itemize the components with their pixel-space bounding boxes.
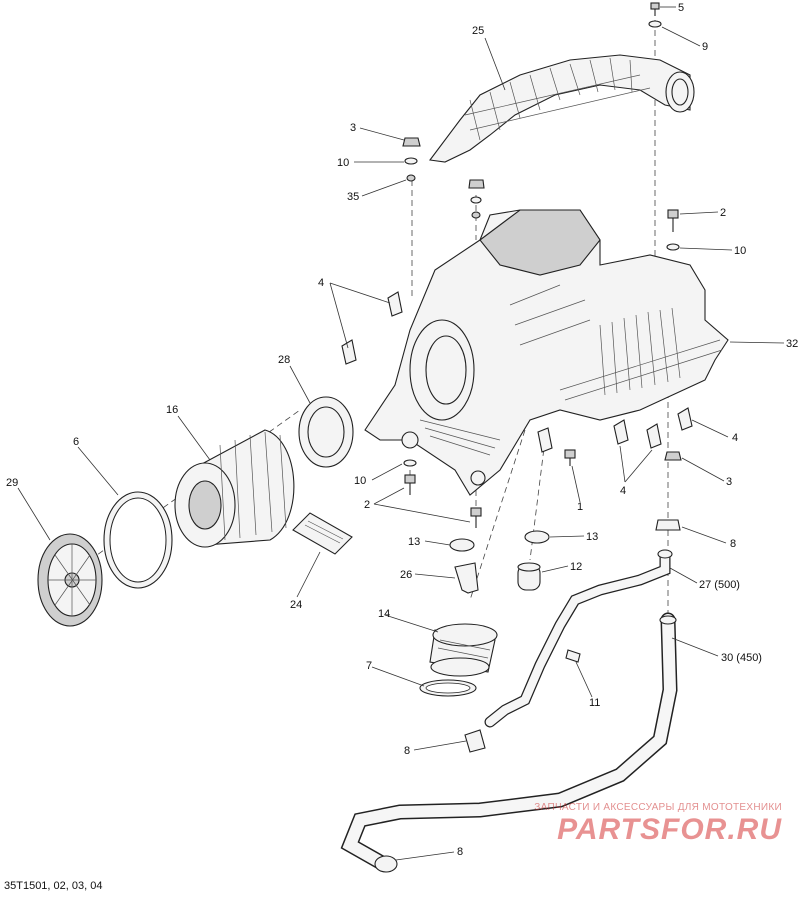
carburetor-adapter	[419, 623, 498, 697]
callout-7: 7	[366, 660, 372, 672]
callout-3-right: 3	[726, 476, 732, 488]
callout-8-bottom-mid: 8	[404, 745, 410, 757]
seal-ring	[298, 396, 354, 468]
callout-32: 32	[786, 338, 798, 350]
callout-1: 1	[577, 501, 583, 513]
callout-16: 16	[166, 404, 178, 416]
info-label	[292, 512, 353, 555]
leader-lines	[17, 6, 785, 861]
callout-25: 25	[472, 25, 484, 37]
vent-hose-27	[464, 549, 673, 753]
callout-27: 27 (500)	[699, 579, 740, 591]
callout-8-bottom: 8	[457, 846, 463, 858]
callout-2-top: 2	[720, 207, 726, 219]
callout-29: 29	[6, 477, 18, 489]
callout-14: 14	[378, 608, 390, 620]
callout-10-top: 10	[337, 157, 349, 169]
air-filter	[174, 429, 295, 548]
callout-35: 35	[347, 191, 359, 203]
watermark-caption: ЗАПЧАСТИ И АКСЕССУАРЫ ДЛЯ МОТОТЕХНИКИ	[534, 802, 782, 813]
drawing-code: 35T1501, 02, 03, 04	[4, 880, 103, 892]
callout-26: 26	[400, 569, 412, 581]
callout-4-left: 4	[318, 277, 324, 289]
callout-9: 9	[702, 41, 708, 53]
callout-6: 6	[73, 436, 79, 448]
callout-28: 28	[278, 354, 290, 366]
air-box-housing	[364, 209, 729, 496]
callout-30: 30 (450)	[721, 652, 762, 664]
callout-10-right: 10	[734, 245, 746, 257]
hardware	[341, 2, 693, 663]
watermark-logo: PARTSFOR.RU	[557, 813, 782, 846]
callout-13-right: 13	[586, 531, 598, 543]
filter-cover	[37, 533, 103, 627]
callout-10-left: 10	[354, 475, 366, 487]
callout-2-left: 2	[364, 499, 370, 511]
couplers	[454, 562, 541, 594]
watermark: ЗАПЧАСТИ И АКСЕССУАРЫ ДЛЯ МОТОТЕХНИКИ PA…	[482, 802, 782, 847]
callout-4-right: 4	[732, 432, 738, 444]
callout-5: 5	[678, 2, 684, 14]
callout-12: 12	[570, 561, 582, 573]
gasket	[103, 491, 173, 589]
drain-hose-30	[340, 612, 678, 873]
callout-4-bottom: 4	[620, 485, 626, 497]
callout-3-top: 3	[350, 122, 356, 134]
callout-13-left: 13	[408, 536, 420, 548]
callout-8-right: 8	[730, 538, 736, 550]
callout-24: 24	[290, 599, 302, 611]
intake-duct	[428, 54, 695, 163]
callout-11: 11	[589, 697, 600, 709]
callout-labels: 5 9 25 3 10 35 2 10 4 32 28 16 6 29 4 4 …	[6, 2, 798, 858]
